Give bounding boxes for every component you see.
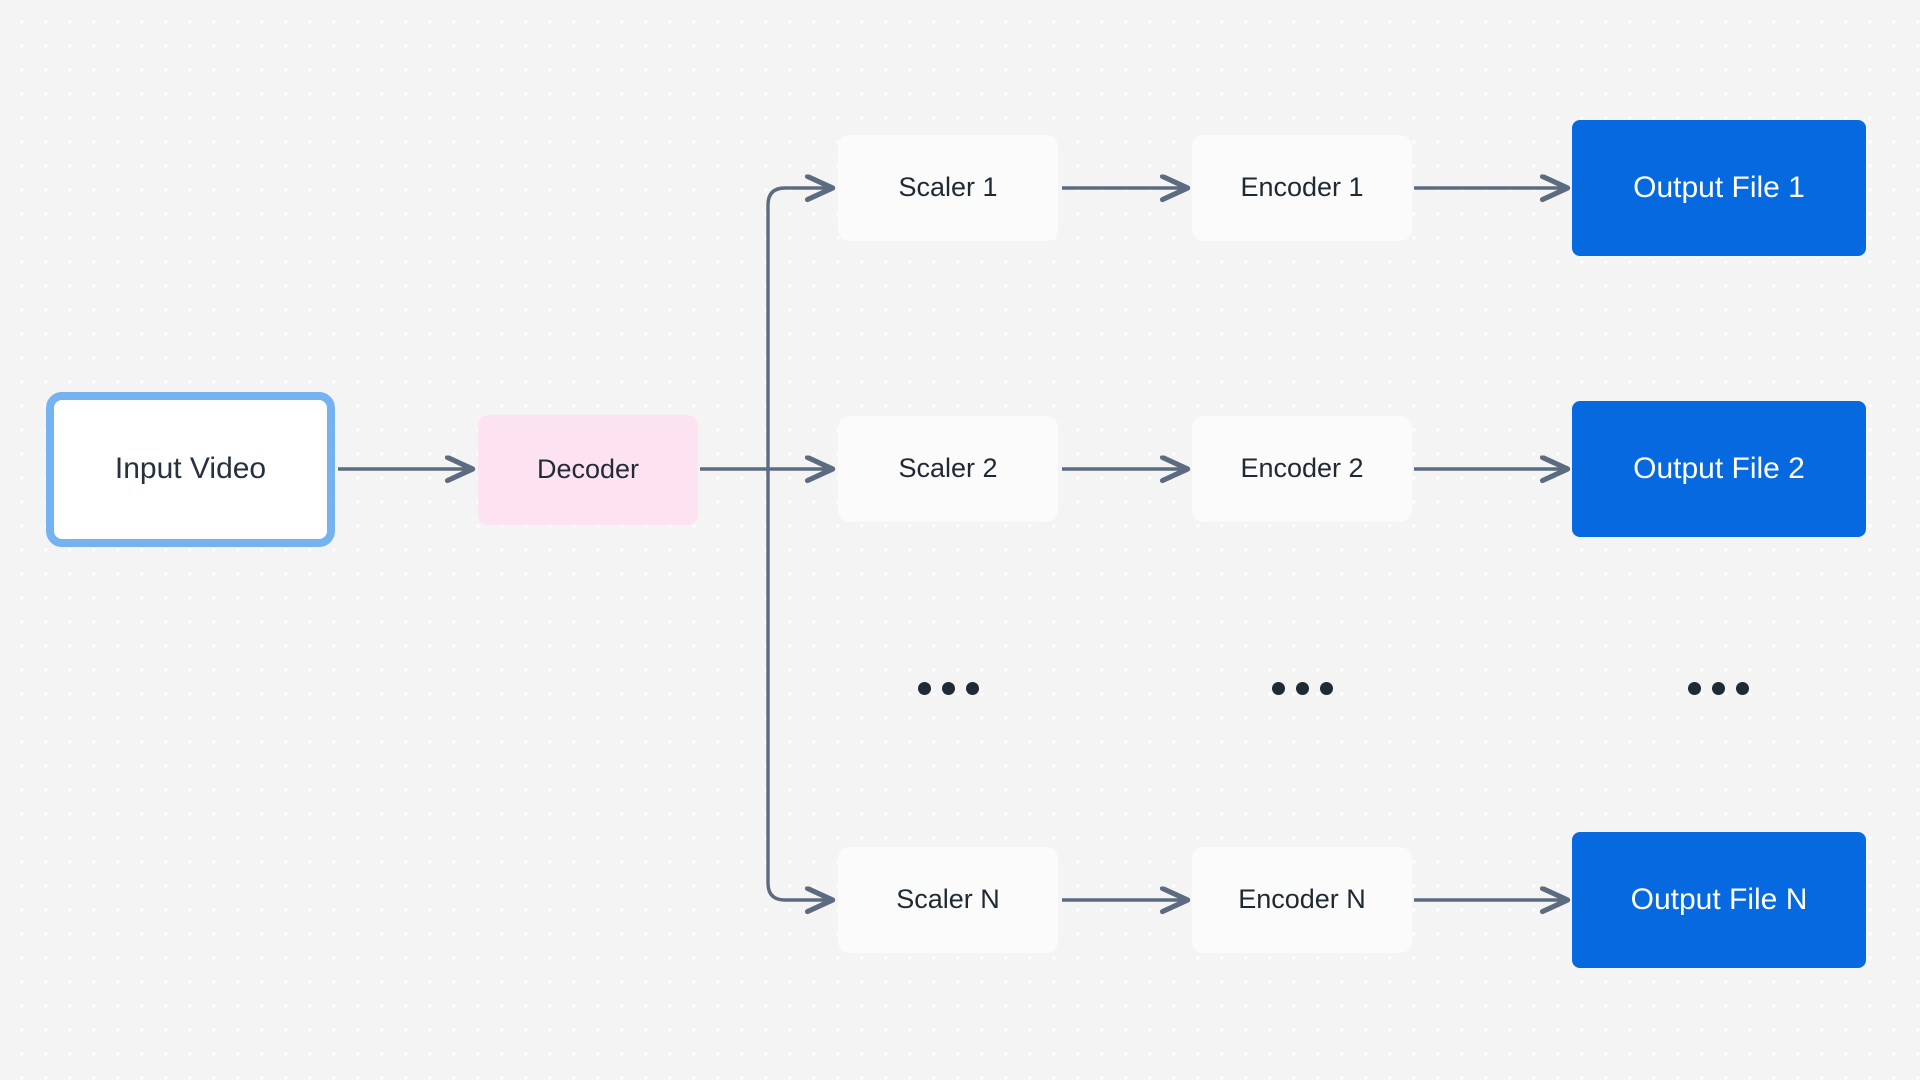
- ellipsis-dot: [1319, 681, 1333, 695]
- ellipsis-output-column: [1608, 678, 1828, 698]
- node-encoder-2[interactable]: Encoder 2: [1192, 416, 1412, 522]
- node-encoder-1[interactable]: Encoder 1: [1192, 135, 1412, 241]
- ellipsis-scaler-column: [838, 678, 1058, 698]
- node-output-file-1-label: Output File 1: [1633, 170, 1805, 204]
- node-decoder[interactable]: Decoder: [478, 415, 698, 525]
- node-decoder-label: Decoder: [536, 454, 640, 485]
- ellipsis-dot: [917, 681, 931, 695]
- node-scaler-2[interactable]: Scaler 2: [838, 416, 1058, 522]
- ellipsis-dot: [1711, 681, 1725, 695]
- node-input-video-label: Input Video: [114, 452, 267, 486]
- ellipsis-dot: [941, 681, 955, 695]
- edge-trunk-to-scaler-1: [766, 188, 833, 206]
- node-output-file-2-label: Output File 2: [1633, 451, 1805, 485]
- ellipsis-dot: [1271, 681, 1285, 695]
- ellipsis-dot: [1735, 681, 1749, 695]
- node-scaler-1-label: Scaler 1: [898, 172, 998, 203]
- ellipsis-dot: [965, 681, 979, 695]
- node-encoder-n-label: Encoder N: [1238, 884, 1366, 915]
- node-output-file-1[interactable]: Output File 1: [1572, 120, 1866, 256]
- node-scaler-n-label: Scaler N: [896, 884, 1000, 915]
- node-output-file-2[interactable]: Output File 2: [1572, 401, 1866, 537]
- node-encoder-1-label: Encoder 1: [1240, 172, 1364, 203]
- node-encoder-n[interactable]: Encoder N: [1192, 847, 1412, 953]
- node-scaler-1[interactable]: Scaler 1: [838, 135, 1058, 241]
- node-output-file-n-label: Output File N: [1630, 882, 1808, 916]
- ellipsis-encoder-column: [1192, 678, 1412, 698]
- node-encoder-2-label: Encoder 2: [1240, 453, 1364, 484]
- ellipsis-dot: [1687, 681, 1701, 695]
- edge-trunk-to-scaler-n: [766, 882, 833, 900]
- node-output-file-n[interactable]: Output File N: [1572, 832, 1866, 968]
- node-scaler-2-label: Scaler 2: [898, 453, 998, 484]
- ellipsis-dot: [1295, 681, 1309, 695]
- node-input-video[interactable]: Input Video: [46, 392, 335, 547]
- node-scaler-n[interactable]: Scaler N: [838, 847, 1058, 953]
